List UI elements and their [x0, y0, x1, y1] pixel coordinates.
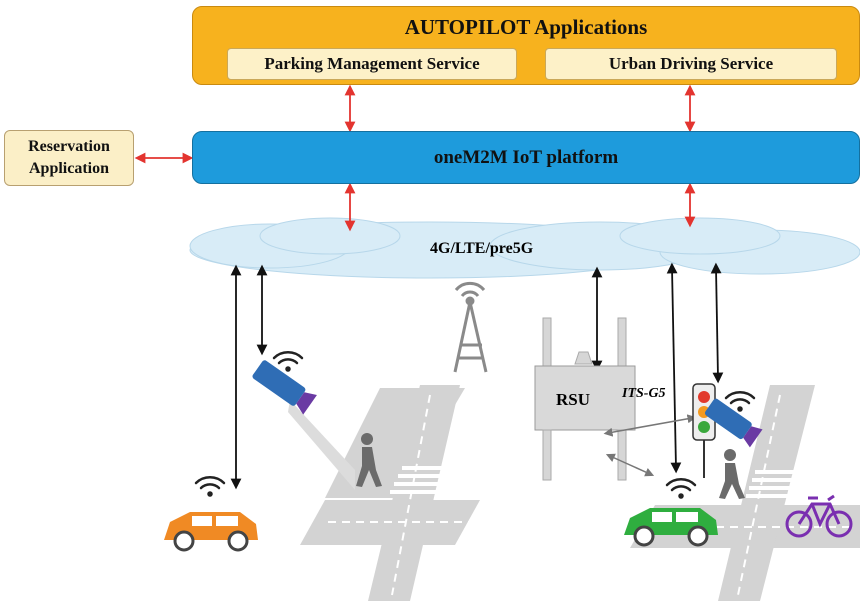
- reservation-application-box: Reservation Application: [4, 130, 134, 186]
- parking-management-service: Parking Management Service: [227, 48, 517, 80]
- car-icon-green: [624, 508, 718, 547]
- reservation-line-2: Application: [28, 160, 109, 177]
- car-icon-orange: [164, 512, 258, 552]
- pedestrian-icon: [356, 433, 382, 487]
- rsu-label: RSU: [556, 390, 591, 409]
- urban-driving-service: Urban Driving Service: [545, 48, 837, 80]
- camera-icon-right: [704, 398, 763, 448]
- black-links: [230, 262, 724, 490]
- onem2m-platform-box: oneM2M IoT platform: [192, 131, 860, 184]
- cell-tower-icon: [453, 281, 488, 373]
- bicycle-icon: [785, 494, 853, 538]
- traffic-light-icon: [692, 383, 716, 478]
- autopilot-applications-box: AUTOPILOT Applications Parking Managemen…: [192, 6, 860, 85]
- pedestrian-icon-right: [719, 449, 745, 499]
- red-links: [134, 84, 696, 232]
- its-g5-label: ITS-G5: [622, 386, 666, 401]
- autopilot-title: AUTOPILOT Applications: [404, 15, 648, 39]
- network-cloud: [189, 217, 860, 279]
- network-label: 4G/LTE/pre5G: [430, 240, 534, 257]
- camera-icon: [252, 360, 355, 490]
- its-links: [603, 414, 697, 477]
- wifi-icon: [194, 351, 756, 499]
- reservation-line-1: Reservation: [28, 138, 110, 155]
